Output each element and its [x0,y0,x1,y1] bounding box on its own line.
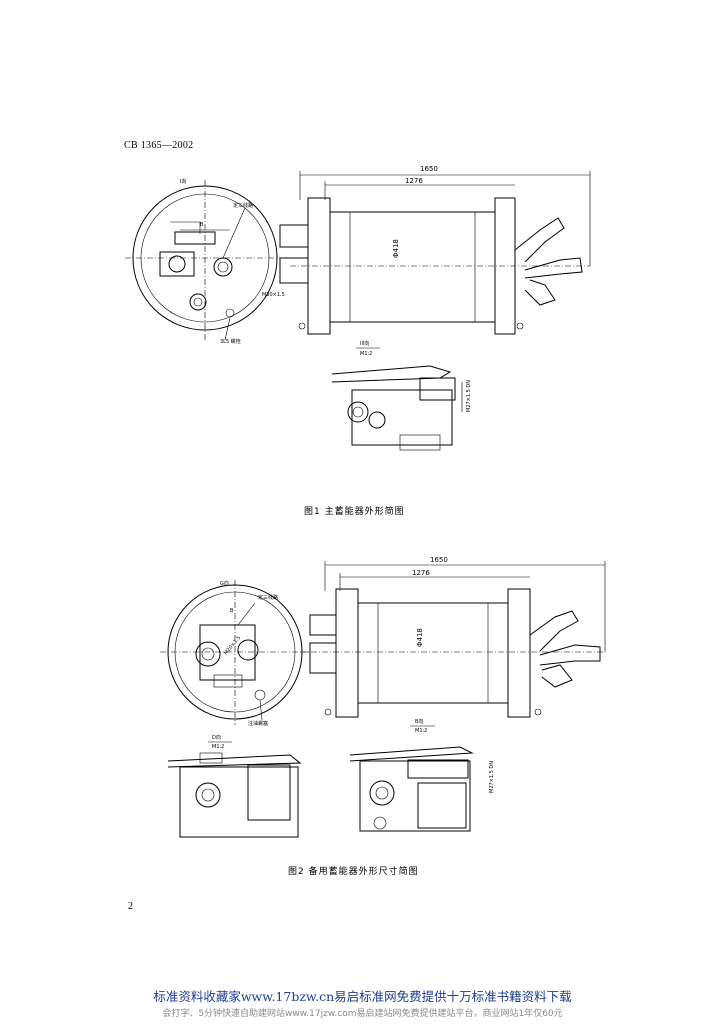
figure-1-section-dim: M27×1.5 DN [466,380,472,412]
figure-2-view-label-b: B [230,608,234,614]
figure-1-side-view [279,197,590,335]
figure-1-section-scale: M1:2 [360,351,372,357]
figure-2-view-label: G向 [220,580,229,587]
figure-2-end-view [160,580,310,725]
figure-1-dimensions [299,171,591,266]
figure-1-end-view [125,180,290,341]
figure-2-section-right-scale: M1:2 [415,728,427,734]
figure-1-drawing: I向 B 定三线路 M20×1.5 3L5 螺栓 1650 1276 Φ418 … [125,165,591,451]
figure-1-label-wire: 定三线路 [233,202,253,209]
figure-2-section-right-view [349,746,474,832]
figure-1-section-view [331,365,463,451]
figure-2-dimensions [324,561,606,652]
figure-2-section-left-scale: M1:2 [212,744,224,750]
figure-2-caption: 图2 备用蓄能器外形尺寸简图 [288,867,419,877]
standard-code: CB 1365—2002 [124,140,194,151]
figure-1-label-thread: M20×1.5 [262,292,285,298]
figure-1-label-bolt: 3L5 螺栓 [220,338,241,345]
figure-2-dim-overall: 1650 [430,556,448,564]
figure-1-dim-overall: 1650 [420,165,438,173]
figure-1-view-label: I向 [180,178,186,185]
figure-1-section-label: III向 [360,340,369,347]
figure-1-dim-body: 1276 [405,177,423,185]
figure-1-dim-diameter: Φ418 [392,239,400,258]
figure-2-side-view [300,588,605,718]
figure-2-label-bolt: 注油螺塞 [248,720,268,727]
figure-2-dim-body: 1276 [412,569,430,577]
figure-2-label-wire: 定三线路 [258,594,278,601]
figure-2-section-left-view [167,752,302,838]
figure-2-drawing: G向 B 定三线路 M20×1.5 注油螺塞 1650 1276 Φ418 D向… [160,556,606,838]
figure-2-dim-diameter: Φ418 [416,628,424,647]
page-number: 2 [128,901,133,912]
figure-2-section-right-label: B向 [415,718,423,725]
figure-1-caption: 图1 主蓄能器外形简图 [304,507,405,517]
figure-2-section-dim: M27×1.5 DN [489,761,495,793]
figure-2-section-left-label: D向 [212,734,221,741]
figure-1-view-label-b: B [200,222,204,228]
footer-line-2[interactable]: 会打字、5分钟快速自助建网站www.17jzw.com易启建站网免费提供建站平台… [162,1009,563,1019]
footer-line-1[interactable]: 标准资料收藏家www.17bzw.cn易启标准网免费提供十万标准书籍资料下载 [153,989,572,1004]
